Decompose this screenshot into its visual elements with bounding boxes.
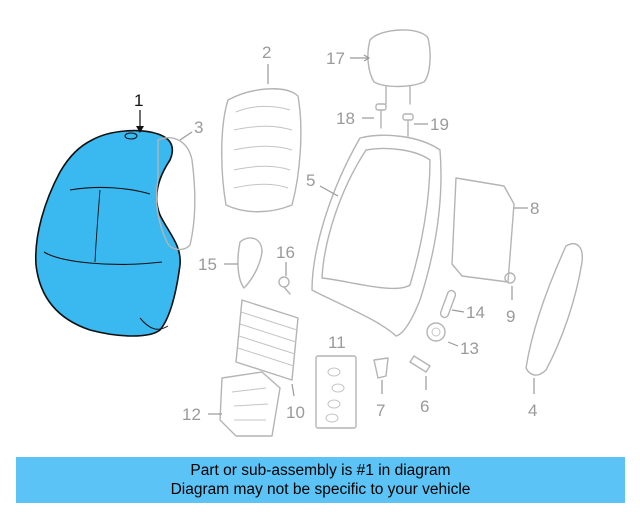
callout-11: 11 (328, 333, 346, 352)
callout-18: 18 (336, 109, 355, 128)
banner-line-1: Part or sub-assembly is #1 in diagram (190, 462, 451, 479)
callout-19: 19 (430, 115, 449, 134)
part-18-headrest-guide[interactable] (362, 103, 387, 129)
part-13-recliner-knob[interactable] (426, 322, 459, 347)
callout-6: 6 (420, 397, 429, 416)
callout-12: 12 (182, 405, 201, 424)
part-19-headrest-guide[interactable] (402, 113, 428, 137)
part-12-mechanism-bracket[interactable] (208, 371, 281, 437)
part-3-side-panel[interactable] (155, 131, 196, 251)
callout-5: 5 (306, 171, 315, 190)
info-banner: Part or sub-assembly is #1 in diagram Di… (16, 457, 625, 503)
callout-4: 4 (528, 401, 537, 420)
part-10-lumbar-support[interactable] (235, 299, 299, 397)
part-14-link[interactable] (439, 289, 465, 319)
callout-2: 2 (262, 43, 271, 62)
callout-14: 14 (466, 303, 485, 322)
part-5-seat-back-frame[interactable] (311, 134, 442, 337)
callout-13: 13 (460, 339, 479, 358)
callout-7: 7 (376, 401, 385, 420)
part-6-bolt[interactable] (409, 355, 431, 390)
callout-10: 10 (286, 403, 305, 422)
part-9-clip[interactable] (504, 272, 516, 300)
callout-8: 8 (530, 199, 539, 218)
part-15-lever[interactable] (224, 237, 263, 289)
callout-16: 16 (276, 243, 295, 262)
part-11-hardware-kit[interactable] (315, 355, 357, 429)
part-17-headrest[interactable] (350, 29, 431, 105)
part-4-side-trim[interactable] (525, 243, 583, 394)
part-7-hook[interactable] (373, 357, 389, 394)
banner-line-2: Diagram may not be specific to your vehi… (170, 481, 471, 498)
part-2-seat-back-pad[interactable] (221, 64, 302, 213)
callout-17: 17 (326, 49, 345, 68)
part-16-screw[interactable] (278, 262, 291, 295)
callout-15: 15 (198, 255, 217, 274)
callout-3: 3 (194, 118, 203, 137)
part-8-back-panel[interactable] (451, 177, 528, 283)
callout-9: 9 (506, 307, 515, 326)
part-1-seat-back-cover[interactable] (34, 110, 181, 337)
callout-1: 1 (134, 91, 143, 110)
parts-diagram: 1 3 2 17 18 19 5 (34, 29, 583, 437)
